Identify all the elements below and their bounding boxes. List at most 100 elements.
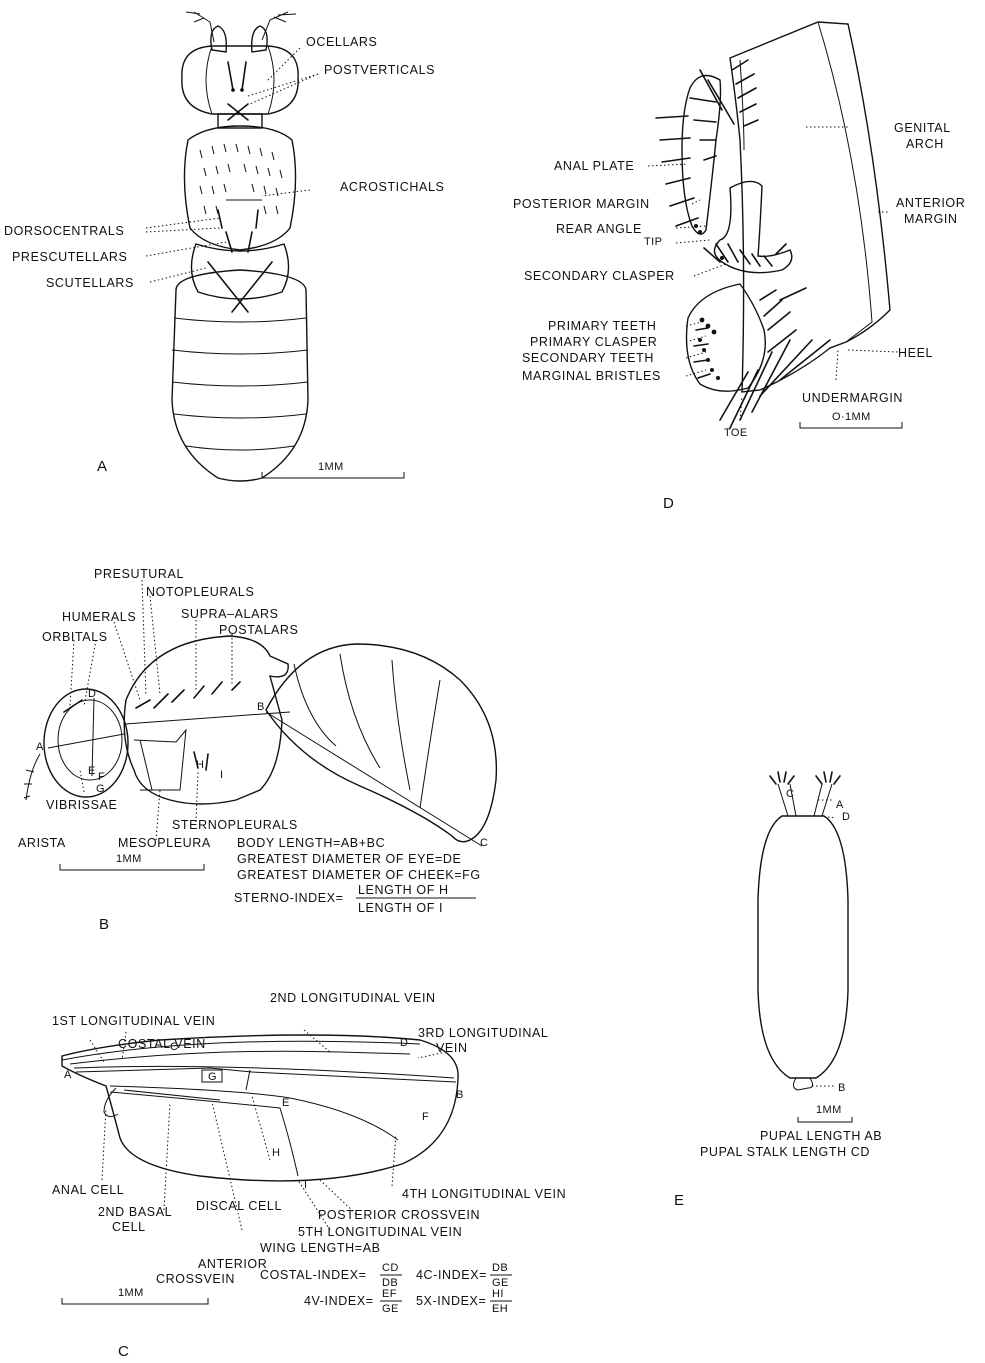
label-fifth-long: 5TH LONGITUDINAL VEIN (298, 1225, 462, 1239)
panel-b: PRESUTURAL NOTOPLEURALS HUMERALS SUPRA–A… (18, 567, 496, 933)
label-presutural: PRESUTURAL (94, 567, 184, 581)
label-marginal-bristles: MARGINAL BRISTLES (522, 369, 661, 383)
panel-d: GENITAL ARCH ANAL PLATE POSTERIOR MARGIN… (513, 22, 965, 512)
formula-5x-den: EH (492, 1303, 508, 1315)
label-costal: COSTAL VEIN (118, 1037, 206, 1051)
point-c-a: A (64, 1069, 72, 1081)
point-b-h: H (196, 759, 204, 771)
label-second-basal-2: CELL (112, 1220, 146, 1234)
label-sternopleurals: STERNOPLEURALS (172, 818, 298, 832)
formula-4v-den: GE (382, 1303, 399, 1315)
formula-5x-num: HI (492, 1288, 504, 1300)
teeth-dots (694, 224, 724, 380)
scale-label-b: 1MM (116, 853, 142, 865)
label-tip: TIP (644, 236, 662, 248)
point-b-f: F (98, 771, 105, 783)
wing-outline (62, 1035, 458, 1181)
scale-label-d: O·1MM (832, 411, 871, 423)
panel-e: C A D B 1MM PUPAL LENGTH AB PUPAL STALK … (674, 772, 882, 1209)
label-anterior-cross-1: ANTERIOR (198, 1257, 267, 1271)
point-c-e: E (282, 1097, 290, 1109)
scale-label-a: 1MM (318, 461, 344, 473)
label-toe: TOE (724, 427, 748, 439)
label-third-long-1: 3RD LONGITUDINAL (418, 1026, 548, 1040)
head-lateral (44, 689, 128, 797)
point-c-h: H (272, 1147, 280, 1159)
label-second-basal-1: 2ND BASAL (98, 1205, 172, 1219)
caption-pupal-length: PUPAL LENGTH AB (760, 1129, 882, 1143)
label-mesopleura: MESOPLEURA (118, 836, 211, 850)
point-b-b: B (257, 701, 265, 713)
point-c-g: G (208, 1071, 217, 1083)
panel-letter-c: C (118, 1343, 129, 1360)
abdomen-lateral (266, 644, 496, 842)
formula-wing-length: WING LENGTH=AB (260, 1241, 381, 1255)
panel-a: OCELLARS POSTVERTICALS ACROSTICHALS DORS… (4, 12, 444, 481)
thorax-bristles (218, 210, 258, 252)
formula-costal-index: COSTAL-INDEX= (260, 1268, 367, 1282)
label-posterior-margin: POSTERIOR MARGIN (513, 197, 650, 211)
point-c-i: I (304, 1179, 307, 1191)
label-third-long-2: VEIN (436, 1041, 468, 1055)
point-b-d: D (88, 688, 96, 700)
point-b-g: G (96, 783, 105, 795)
formula-4v-num: EF (382, 1288, 397, 1300)
label-arista: ARISTA (18, 836, 66, 850)
label-rear-angle: REAR ANGLE (556, 222, 642, 236)
primary-clasper-outline (687, 284, 766, 391)
point-e-b: B (838, 1082, 846, 1094)
point-c-b: B (456, 1089, 464, 1101)
thorax (184, 126, 295, 250)
formula-4v-index: 4V-INDEX= (304, 1294, 374, 1308)
wing-veins (62, 1041, 456, 1176)
caption-stalk-length: PUPAL STALK LENGTH CD (700, 1145, 870, 1159)
label-genital-arch-1: GENITAL (894, 121, 951, 135)
scale-bar-e (798, 1117, 852, 1122)
label-vibrissae: VIBRISSAE (46, 798, 117, 812)
panel-letter-a: A (97, 458, 108, 475)
arista (24, 754, 40, 800)
genital-arch (730, 22, 890, 392)
label-undermargin: UNDERMARGIN (802, 391, 903, 405)
label-supra-alars: SUPRA–ALARS (181, 607, 279, 621)
formula-5x-index: 5X-INDEX= (416, 1294, 486, 1308)
label-secondary-teeth: SECONDARY TEETH (522, 351, 654, 365)
label-acrostichals: ACROSTICHALS (340, 180, 444, 194)
head (182, 46, 298, 114)
scale-label-e: 1MM (816, 1104, 842, 1116)
formula-4c-index: 4C-INDEX= (416, 1268, 487, 1282)
label-anterior-margin-1: ANTERIOR (896, 196, 965, 210)
label-anterior-margin-2: MARGIN (904, 212, 958, 226)
formula-sterno-num: LENGTH OF H (358, 883, 449, 897)
label-fourth-long: 4TH LONGITUDINAL VEIN (402, 1187, 566, 1201)
label-anterior-cross-2: CROSSVEIN (156, 1272, 235, 1286)
label-anal-plate: ANAL PLATE (554, 159, 634, 173)
thorax-hairs (200, 144, 282, 214)
label-ocellars: OCELLARS (306, 35, 378, 49)
label-anal-cell: ANAL CELL (52, 1183, 124, 1197)
point-e-a: A (836, 799, 844, 811)
point-b-i: I (220, 769, 223, 781)
label-prescutellars: PRESCUTELLARS (12, 250, 127, 264)
label-discal: DISCAL CELL (196, 1199, 282, 1213)
label-postalars: POSTALARS (219, 623, 299, 637)
label-notopleurals: NOTOPLEURALS (146, 585, 254, 599)
label-posterior-cross: POSTERIOR CROSSVEIN (318, 1208, 480, 1222)
thorax-lateral (124, 636, 288, 804)
label-secondary-clasper: SECONDARY CLASPER (524, 269, 675, 283)
panel-c: A B C D E F G H I 1ST LONGITUDINAL VEIN … (52, 991, 566, 1360)
panel-letter-b: B (99, 916, 110, 933)
label-humerals: HUMERALS (62, 610, 136, 624)
formula-eye: GREATEST DIAMETER OF EYE=DE (237, 852, 461, 866)
formula-body-length: BODY LENGTH=AB+BC (237, 836, 385, 850)
panel-letter-e: E (674, 1192, 685, 1209)
ocellar-bristles (228, 62, 248, 120)
formula-sterno-label: STERNO-INDEX= (234, 891, 344, 905)
formula-4c-num: DB (492, 1262, 508, 1274)
point-c-d: D (400, 1037, 408, 1049)
pupa-body (758, 816, 848, 1078)
label-first-long: 1ST LONGITUDINAL VEIN (52, 1014, 215, 1028)
label-postverticals: POSTVERTICALS (324, 63, 435, 77)
label-heel: HEEL (898, 346, 933, 360)
